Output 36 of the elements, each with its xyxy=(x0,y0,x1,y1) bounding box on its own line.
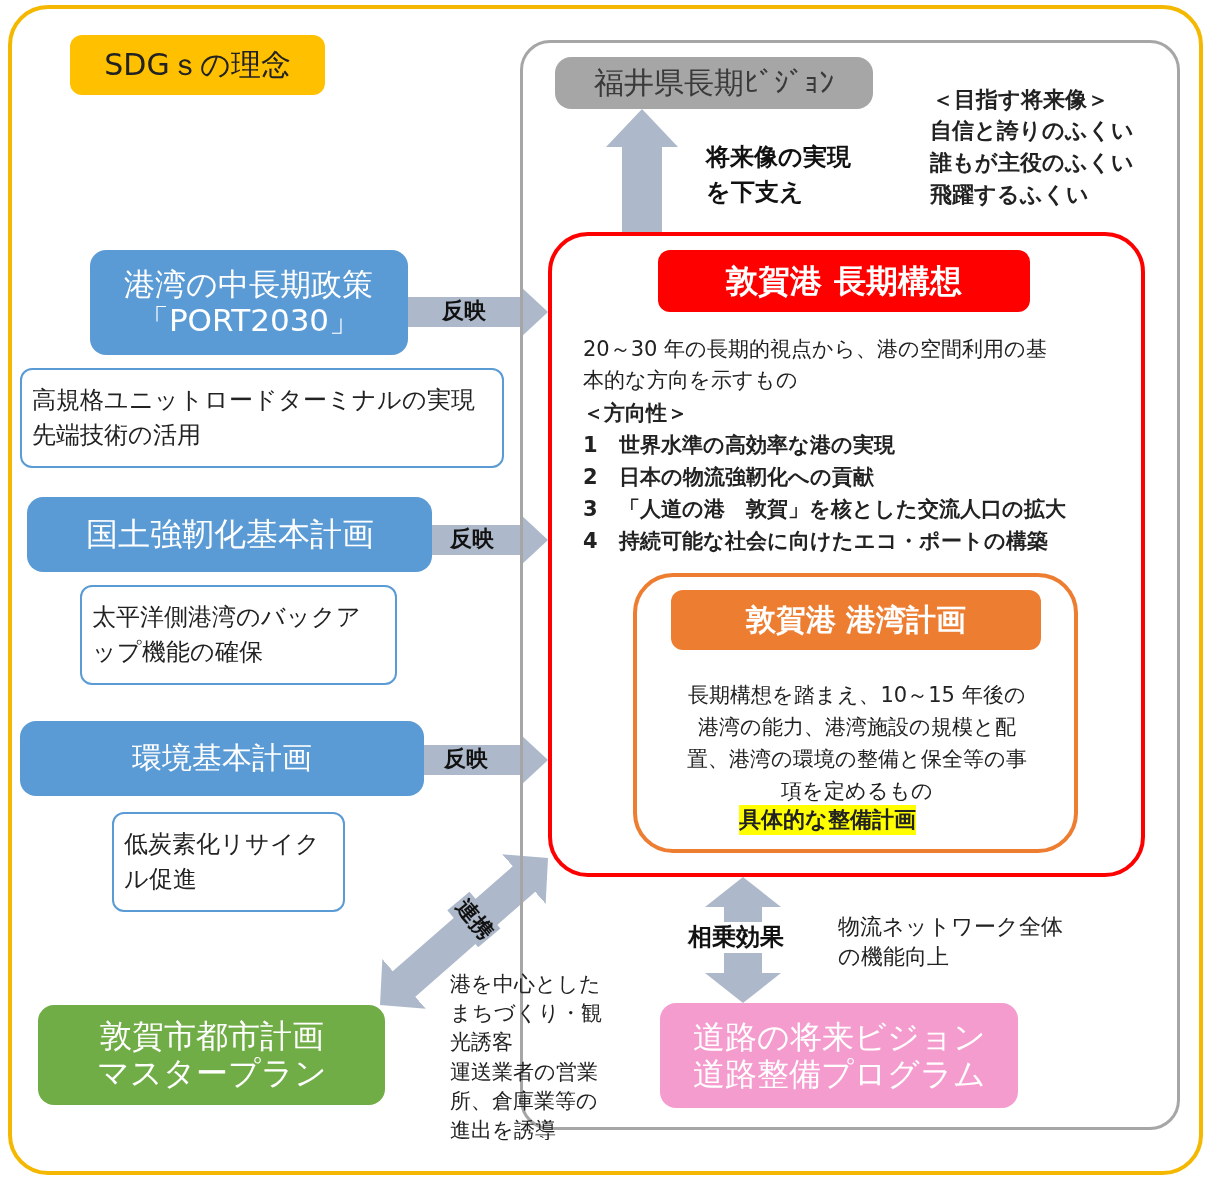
frame-heading: SDGｓの理念 xyxy=(70,35,325,95)
section-heading: ＜方向性＞ xyxy=(583,400,688,427)
vision-text: 飛躍するふくい xyxy=(930,181,1089,209)
body-text: 長期構想を踏まえ、10～15 年後の港湾の能力、港湾施設の規模と配置、港湾の環境の整備と保全等の事項を定めるもの xyxy=(687,682,1027,805)
plan-box: 道路の将来ビジョン道路整備プログラム xyxy=(660,1003,1018,1108)
frame xyxy=(633,573,1078,853)
heading-banner: 敦賀港 港湾計画 xyxy=(671,590,1041,650)
vision-text: 誰もが主役のふくい xyxy=(930,149,1134,177)
vision-text: ＜目指す将来像＞ xyxy=(932,86,1109,114)
policy-box: 港湾の中長期政策「PORT2030」 xyxy=(90,250,408,355)
block-arrow xyxy=(424,734,548,786)
policy-box: 国土強靭化基本計画 xyxy=(27,497,432,572)
note-box: 高規格ユニットロードターミナルの実現先端技術の活用 xyxy=(20,368,504,468)
block-arrow xyxy=(705,877,781,1003)
vision-text: 自信と誇りのふくい xyxy=(930,117,1134,145)
block-arrow xyxy=(432,514,548,566)
edge-label: 相乗効果 xyxy=(686,922,786,954)
title-box: 福井県長期ﾋﾞｼﾞｮﾝ xyxy=(555,57,873,109)
note-box: 太平洋側港湾のバックアップ機能の確保 xyxy=(80,585,397,685)
block-arrow xyxy=(606,109,678,232)
list-item: 1 世界水準の高効率な港の実現 xyxy=(583,432,895,459)
note-box: 低炭素化リサイクル促進 xyxy=(112,812,345,912)
note-text: 運送業者の営業所、倉庫業等の進出を誘導 xyxy=(450,1059,599,1144)
plan-box: 敦賀市都市計画マスタープラン xyxy=(38,1005,385,1105)
highlighted-text: 具体的な整備計画 xyxy=(739,805,916,835)
frame xyxy=(8,5,1203,1175)
note-text: 物流ネットワーク全体の機能向上 xyxy=(838,913,1064,971)
policy-box: 環境基本計画 xyxy=(20,721,424,796)
heading-banner: 敦賀港 長期構想 xyxy=(658,250,1030,312)
block-arrow xyxy=(408,286,548,338)
list-item: 2 日本の物流強靭化への貢献 xyxy=(583,464,874,491)
body-text: 20～30 年の長期的視点から、港の空間利用の基本的な方向を示すもの xyxy=(583,336,1049,394)
list-item: 4 持続可能な社会に向けたエコ・ポートの構築 xyxy=(583,528,1048,555)
note-text: 港を中心としたまちづくり・観光誘客 xyxy=(450,971,603,1056)
list-item: 3 「人道の港 敦賀」を核とした交流人口の拡大 xyxy=(583,496,1066,523)
frame xyxy=(548,232,1145,877)
